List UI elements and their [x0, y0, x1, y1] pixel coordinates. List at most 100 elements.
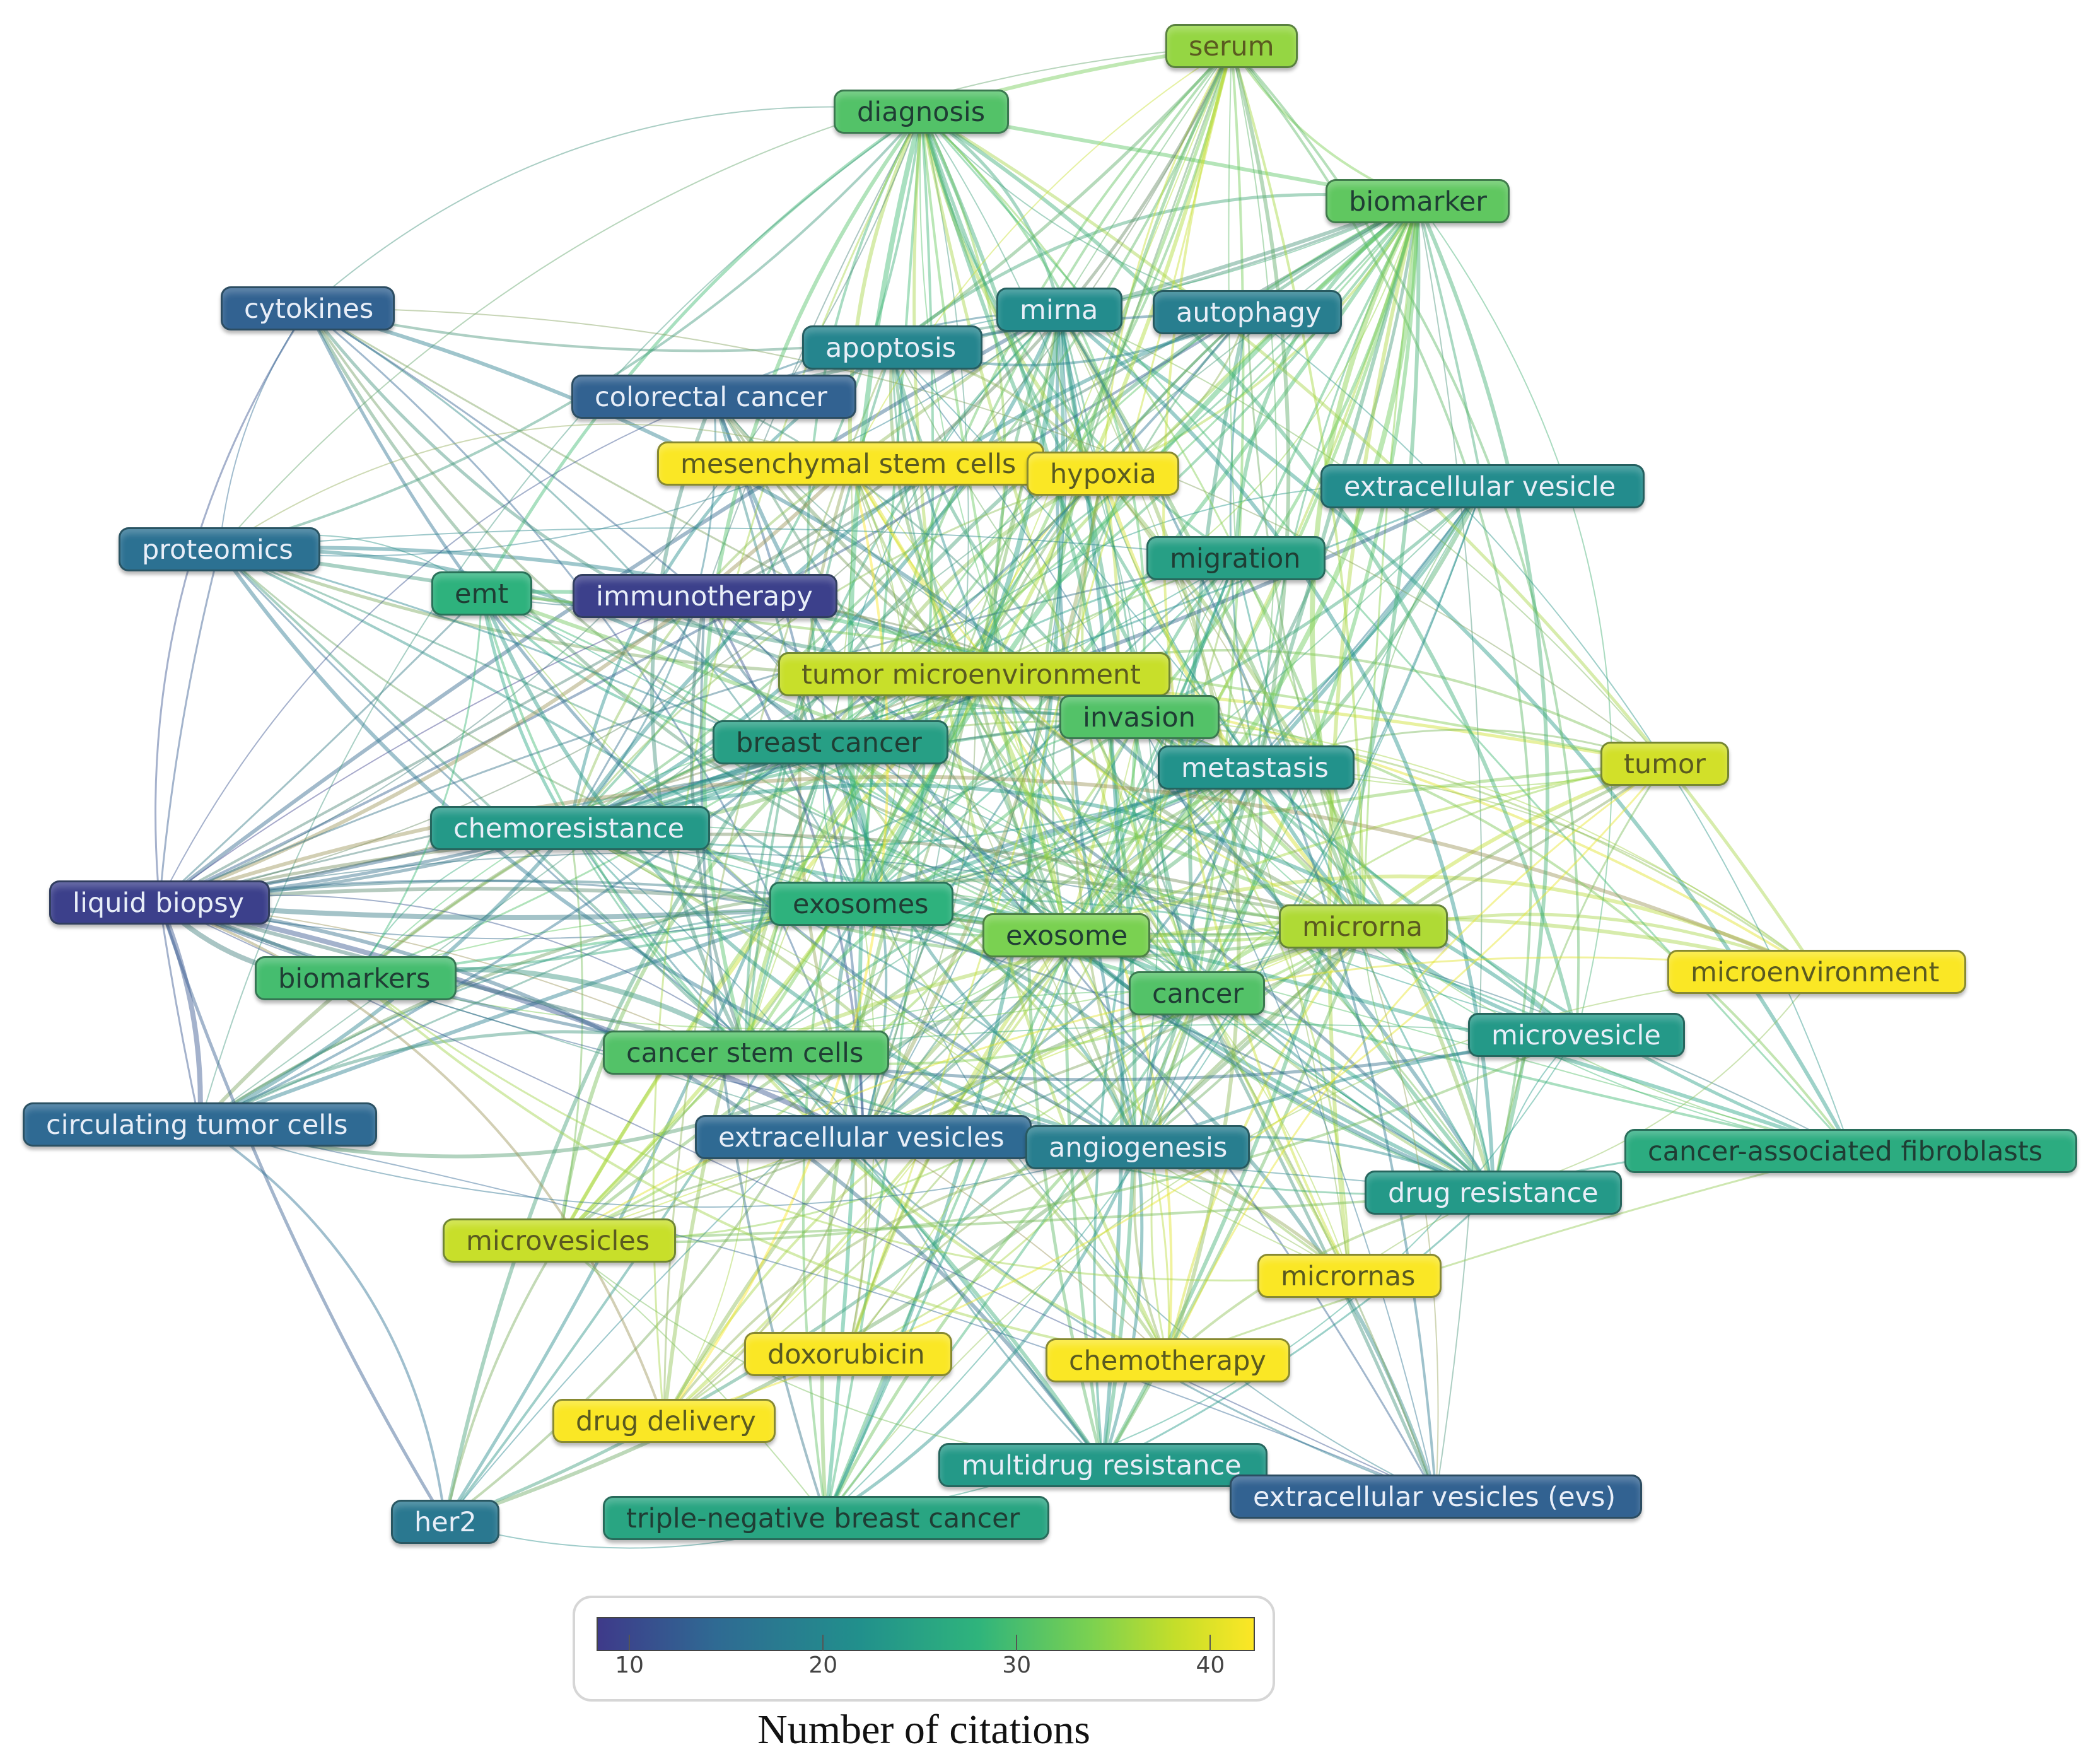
edge-exosome-cytokines: [306, 307, 1068, 937]
edge-cancer-doxorubicin: [847, 992, 1198, 1355]
edge-cancer-hypoxia: [1081, 472, 1198, 995]
node-tumor-microenvironment[interactable]: tumor microenvironment: [778, 652, 1170, 696]
node-cancer[interactable]: cancer: [1129, 971, 1265, 1015]
edge-chemoresistance-chemotherapy: [568, 826, 1170, 1362]
edge-tumor-microenvironment-drug-resistance: [973, 673, 1495, 1194]
node-chemoresistance[interactable]: chemoresistance: [430, 806, 710, 850]
edge-extracellular-vesicles-diagnosis: [863, 111, 969, 1138]
edge-biomarker-extracellular-vesicle: [1416, 200, 1484, 488]
node-microenvironment[interactable]: microenvironment: [1667, 950, 1966, 994]
colorbar-tick-label: 20: [808, 1652, 838, 1678]
node-tumor[interactable]: tumor: [1600, 742, 1729, 786]
node-cancer-stem-cells[interactable]: cancer stem cells: [603, 1031, 889, 1075]
node-label: mirna: [1020, 295, 1099, 326]
node-migration[interactable]: migration: [1146, 536, 1326, 580]
edge-chemoresistance-angiogenesis: [569, 827, 1139, 1148]
node-microvesicle[interactable]: microvesicle: [1468, 1013, 1685, 1057]
node-circulating-tumor-cells[interactable]: circulating tumor cells: [23, 1102, 377, 1147]
node-apoptosis[interactable]: apoptosis: [802, 325, 982, 370]
edge-exosome-mirna: [993, 308, 1068, 937]
edge-cancer-autophagy: [1187, 310, 1249, 995]
node-label: apoptosis: [825, 332, 957, 364]
node-cancer-associated-fibroblasts[interactable]: cancer-associated fibroblasts: [1624, 1129, 2077, 1173]
node-immunotherapy[interactable]: immunotherapy: [573, 574, 837, 618]
edge-angiogenesis-mesenchymal-stem-cells: [850, 463, 1138, 1148]
edge-chemoresistance-mirna: [568, 308, 1061, 830]
node-label: emt: [455, 578, 509, 610]
node-exosomes[interactable]: exosomes: [769, 882, 953, 926]
edge-breast-cancer-drug-delivery: [662, 740, 832, 1423]
node-emt[interactable]: emt: [431, 571, 532, 616]
edge-multidrug-resistance-drug-resistance: [1102, 1191, 1495, 1466]
edge-metastasis-serum: [1231, 45, 1278, 768]
node-chemotherapy[interactable]: chemotherapy: [1046, 1338, 1290, 1382]
edge-biomarkers-micrornas: [354, 977, 1351, 1282]
edge-cancer-stem-cells-colorectal-cancer: [650, 395, 748, 1054]
edge-angiogenesis-proteomics: [218, 547, 1139, 1149]
node-label: hypoxia: [1050, 459, 1157, 490]
edge-drug-resistance-emt: [481, 593, 1494, 1193]
edge-serum-hypoxia: [1102, 45, 1233, 475]
node-biomarker[interactable]: biomarker: [1326, 179, 1510, 223]
edge-mesenchymal-stem-cells-proteomics: [219, 423, 851, 550]
edge-invasion-doxorubicin: [848, 716, 1140, 1355]
edge-chemoresistance-cancer-stem-cells: [569, 827, 747, 1054]
edge-extracellular-vesicles-evs-hypoxia: [1102, 473, 1439, 1497]
edge-breast-cancer-her2: [443, 740, 832, 1524]
node-biomarkers[interactable]: biomarkers: [255, 956, 457, 1000]
edge-drug-resistance-colorectal-cancer: [712, 395, 1495, 1194]
edge-diagnosis-hypoxia: [919, 110, 1105, 476]
node-label: immunotherapy: [596, 581, 813, 612]
edge-metastasis-hypoxia: [1102, 472, 1257, 769]
node-proteomics[interactable]: proteomics: [119, 527, 320, 571]
node-invasion[interactable]: invasion: [1059, 695, 1220, 739]
edge-drug-resistance-tumor: [1492, 762, 1666, 1194]
node-angiogenesis[interactable]: angiogenesis: [1025, 1125, 1250, 1169]
node-extracellular-vesicles-evs[interactable]: extracellular vesicles (evs): [1230, 1475, 1642, 1519]
node-extracellular-vesicles[interactable]: extracellular vesicles: [695, 1115, 1032, 1159]
node-drug-resistance[interactable]: drug resistance: [1365, 1171, 1622, 1215]
node-label: circulating tumor cells: [46, 1109, 348, 1141]
node-label: proteomics: [142, 534, 293, 566]
node-mesenchymal-stem-cells[interactable]: mesenchymal stem cells: [657, 441, 1044, 486]
node-exosome[interactable]: exosome: [982, 913, 1150, 957]
node-breast-cancer[interactable]: breast cancer: [713, 720, 948, 764]
edge-chemoresistance-serum: [569, 45, 1233, 829]
edge-chemoresistance-cancer-associated-fibroblasts: [568, 826, 1853, 1153]
edge-exosome-diagnosis: [920, 110, 1068, 937]
node-label: migration: [1170, 543, 1301, 575]
node-extracellular-vesicle[interactable]: extracellular vesicle: [1320, 464, 1645, 508]
node-label: drug delivery: [576, 1406, 756, 1437]
edge-chemoresistance-mesenchymal-stem-cells: [569, 462, 852, 829]
node-serum[interactable]: serum: [1165, 24, 1298, 68]
node-label: exosomes: [793, 889, 929, 920]
node-microvesicles[interactable]: microvesicles: [443, 1218, 676, 1263]
node-her2[interactable]: her2: [391, 1500, 499, 1544]
node-microrna[interactable]: microrna: [1279, 904, 1448, 949]
colorbar-tick-label: 30: [1002, 1652, 1032, 1678]
node-drug-delivery[interactable]: drug delivery: [552, 1399, 776, 1443]
node-cytokines[interactable]: cytokines: [221, 286, 395, 330]
node-micrornas[interactable]: micrornas: [1257, 1254, 1442, 1298]
node-metastasis[interactable]: metastasis: [1158, 745, 1355, 790]
edge-invasion-biomarker: [1138, 199, 1419, 719]
node-autophagy[interactable]: autophagy: [1153, 290, 1342, 334]
node-colorectal-cancer[interactable]: colorectal cancer: [571, 375, 856, 419]
edge-liquid-biopsy-extracellular-vesicles: [157, 900, 866, 1140]
edge-invasion-microvesicles: [558, 716, 1141, 1242]
edge-chemotherapy-angiogenesis: [1133, 1146, 1169, 1362]
edge-exosome-angiogenesis: [1066, 935, 1138, 1148]
edge-microenvironment-triple-negative-breast-cancer: [825, 971, 1817, 1519]
edge-exosome-autophagy: [1051, 311, 1249, 937]
node-label: mesenchymal stem cells: [680, 448, 1017, 480]
edge-exosome-extracellular-vesicle: [1064, 484, 1484, 937]
edge-exosome-drug-delivery: [663, 935, 1067, 1422]
node-diagnosis[interactable]: diagnosis: [834, 90, 1009, 134]
node-triple-negative-breast-cancer[interactable]: triple-negative breast cancer: [603, 1496, 1049, 1540]
node-doxorubicin[interactable]: doxorubicin: [744, 1332, 952, 1376]
node-label: tumor: [1624, 749, 1706, 780]
node-hypoxia[interactable]: hypoxia: [1027, 452, 1179, 496]
node-mirna[interactable]: mirna: [996, 288, 1122, 332]
node-liquid-biopsy[interactable]: liquid biopsy: [49, 880, 270, 925]
node-multidrug-resistance[interactable]: multidrug resistance: [938, 1443, 1268, 1487]
